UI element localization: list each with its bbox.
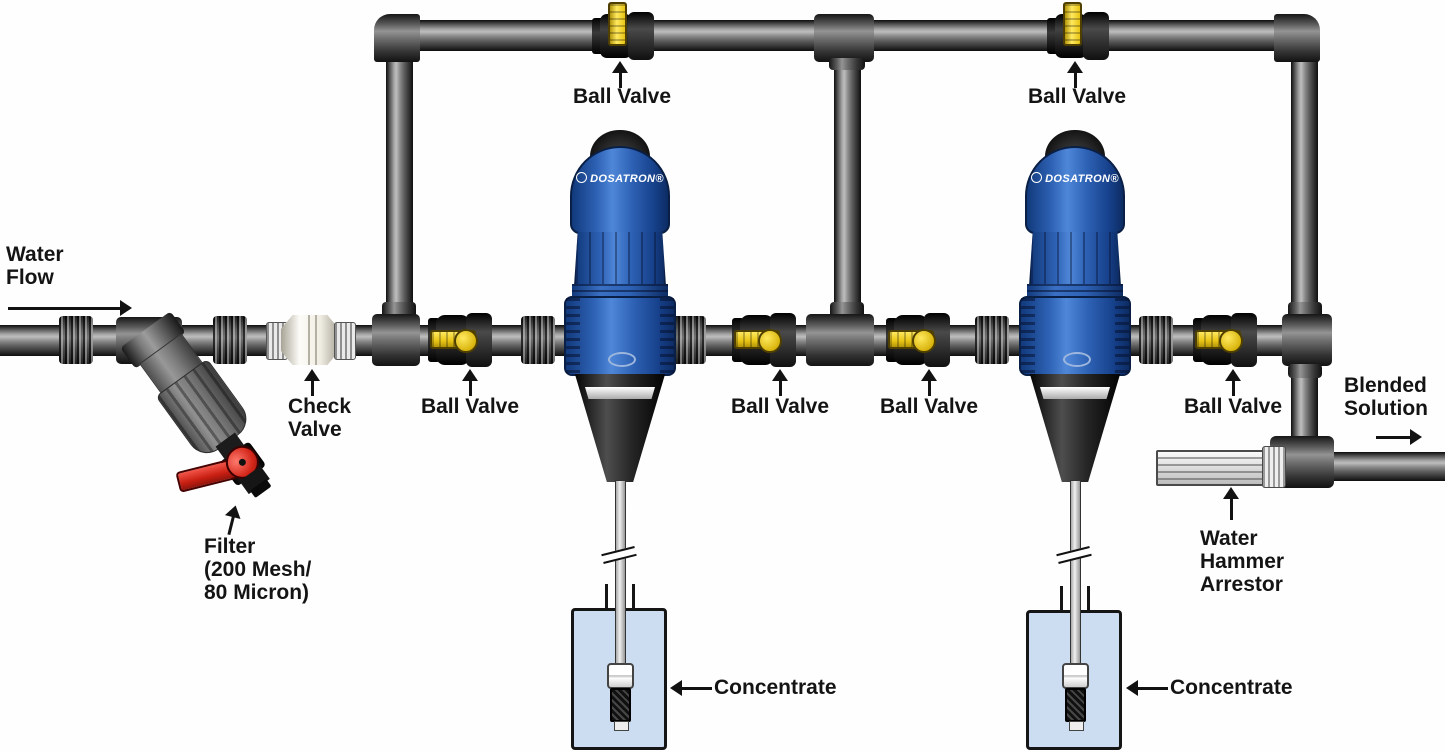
valve-pivot: [1219, 329, 1243, 353]
up-arrow-icon: [772, 369, 788, 396]
check-valve-seam: [308, 315, 317, 365]
blended-solution-label: Blended Solution: [1344, 374, 1428, 420]
bypass-riser-left: [386, 48, 413, 322]
pump-midsection: [574, 232, 666, 286]
pump-cone-band: [1040, 387, 1110, 399]
foot-strainer: [1065, 688, 1086, 722]
elbow-top-right: [1274, 14, 1320, 62]
filter-label: Filter (200 Mesh/ 80 Micron): [204, 535, 312, 604]
ball-valve-label-top-1: Ball Valve: [572, 85, 672, 108]
union-coupling: [213, 316, 247, 364]
check-valve: [266, 315, 356, 365]
pump-band: [572, 284, 668, 298]
left-arrow-icon: [670, 680, 712, 696]
dosatron-logo-icon: [1031, 172, 1043, 183]
tee-main-left: [372, 314, 420, 366]
ball-valve-main-2: [732, 313, 798, 367]
bypass-riser-middle: [834, 48, 861, 322]
valve-pivot: [758, 329, 782, 353]
water-flow-label: Water Flow: [6, 243, 64, 289]
up-arrow-icon: [462, 369, 478, 396]
left-arrow-icon: [1126, 680, 1168, 696]
foot-strainer: [610, 688, 631, 722]
pump-brand-text: DOSATRON®: [590, 173, 664, 185]
pump-logo: DOSATRON®: [563, 172, 677, 185]
tee-main-middle: [806, 314, 874, 366]
union-coupling: [59, 316, 93, 364]
dosatron-logo-icon: [576, 172, 588, 183]
foot-valve-nut: [1062, 663, 1089, 689]
dosatron-pump-1: DOSATRON®: [563, 130, 677, 731]
ball-valve-label-3: Ball Valve: [879, 395, 979, 418]
up-arrow-icon: [921, 369, 937, 396]
union-coupling: [672, 316, 706, 364]
valve-handle: [608, 2, 627, 46]
up-arrow-icon: [1223, 487, 1239, 520]
up-arrow-icon: [1225, 369, 1241, 396]
water-flow-right-arrow-icon: [8, 300, 132, 316]
ball-valve-main-3: [886, 313, 952, 367]
up-arrow-icon: [1067, 61, 1083, 88]
strainer-tip: [614, 721, 629, 731]
union-coupling: [521, 316, 555, 364]
ball-valve-label-2: Ball Valve: [730, 395, 830, 418]
water-hammer-arrestor: [1156, 450, 1272, 486]
strainer-tip: [1069, 721, 1084, 731]
filter-up-arrow-icon: [221, 503, 244, 537]
pump-band: [1027, 284, 1123, 298]
arrestor-nut: [1262, 446, 1286, 488]
pump-dome: [570, 146, 670, 234]
union-coupling: [1139, 316, 1173, 364]
pump-detail-oval: [1063, 352, 1091, 367]
check-valve-label: Check Valve: [288, 395, 352, 441]
pump-cone-band: [585, 387, 655, 399]
pump-detail-oval: [608, 352, 636, 367]
pump-logo: DOSATRON®: [1018, 172, 1132, 185]
water-hammer-arrestor-label: Water Hammer Arrestor: [1200, 527, 1285, 596]
ball-valve-top-2: [1047, 2, 1109, 60]
ball-valve-main-1: [428, 313, 494, 367]
ball-valve-label-1: Ball Valve: [420, 395, 520, 418]
up-arrow-icon: [304, 369, 320, 396]
elbow-top-left: [374, 14, 420, 62]
tee-top-middle: [814, 14, 874, 62]
blended-solution-pipe: [1330, 452, 1445, 481]
valve-pivot: [454, 329, 478, 353]
foot-valve-nut: [607, 663, 634, 689]
ball-valve-main-4: [1193, 313, 1259, 367]
tee-main-right: [1282, 314, 1332, 366]
ball-valve-top-1: [592, 2, 654, 60]
valve-handle: [1063, 2, 1082, 46]
pump-dome: [1025, 146, 1125, 234]
ball-valve-label-4: Ball Valve: [1183, 395, 1283, 418]
pump-brand-text: DOSATRON®: [1045, 173, 1119, 185]
blended-right-arrow-icon: [1376, 429, 1422, 445]
check-valve-nut-right: [334, 322, 356, 360]
pump-midsection: [1029, 232, 1121, 286]
concentrate-label-1: Concentrate: [714, 676, 837, 699]
bypass-riser-right: [1291, 48, 1318, 440]
concentrate-label-2: Concentrate: [1170, 676, 1293, 699]
up-arrow-icon: [612, 61, 628, 88]
check-valve-body: [281, 315, 339, 365]
dosatron-pump-2: DOSATRON®: [1018, 130, 1132, 731]
union-coupling: [975, 316, 1009, 364]
tee-main-right-socket-bottom: [1288, 364, 1322, 378]
valve-pivot: [912, 329, 936, 353]
ball-valve-label-top-2: Ball Valve: [1027, 85, 1127, 108]
tee-top-middle-socket: [829, 58, 865, 70]
